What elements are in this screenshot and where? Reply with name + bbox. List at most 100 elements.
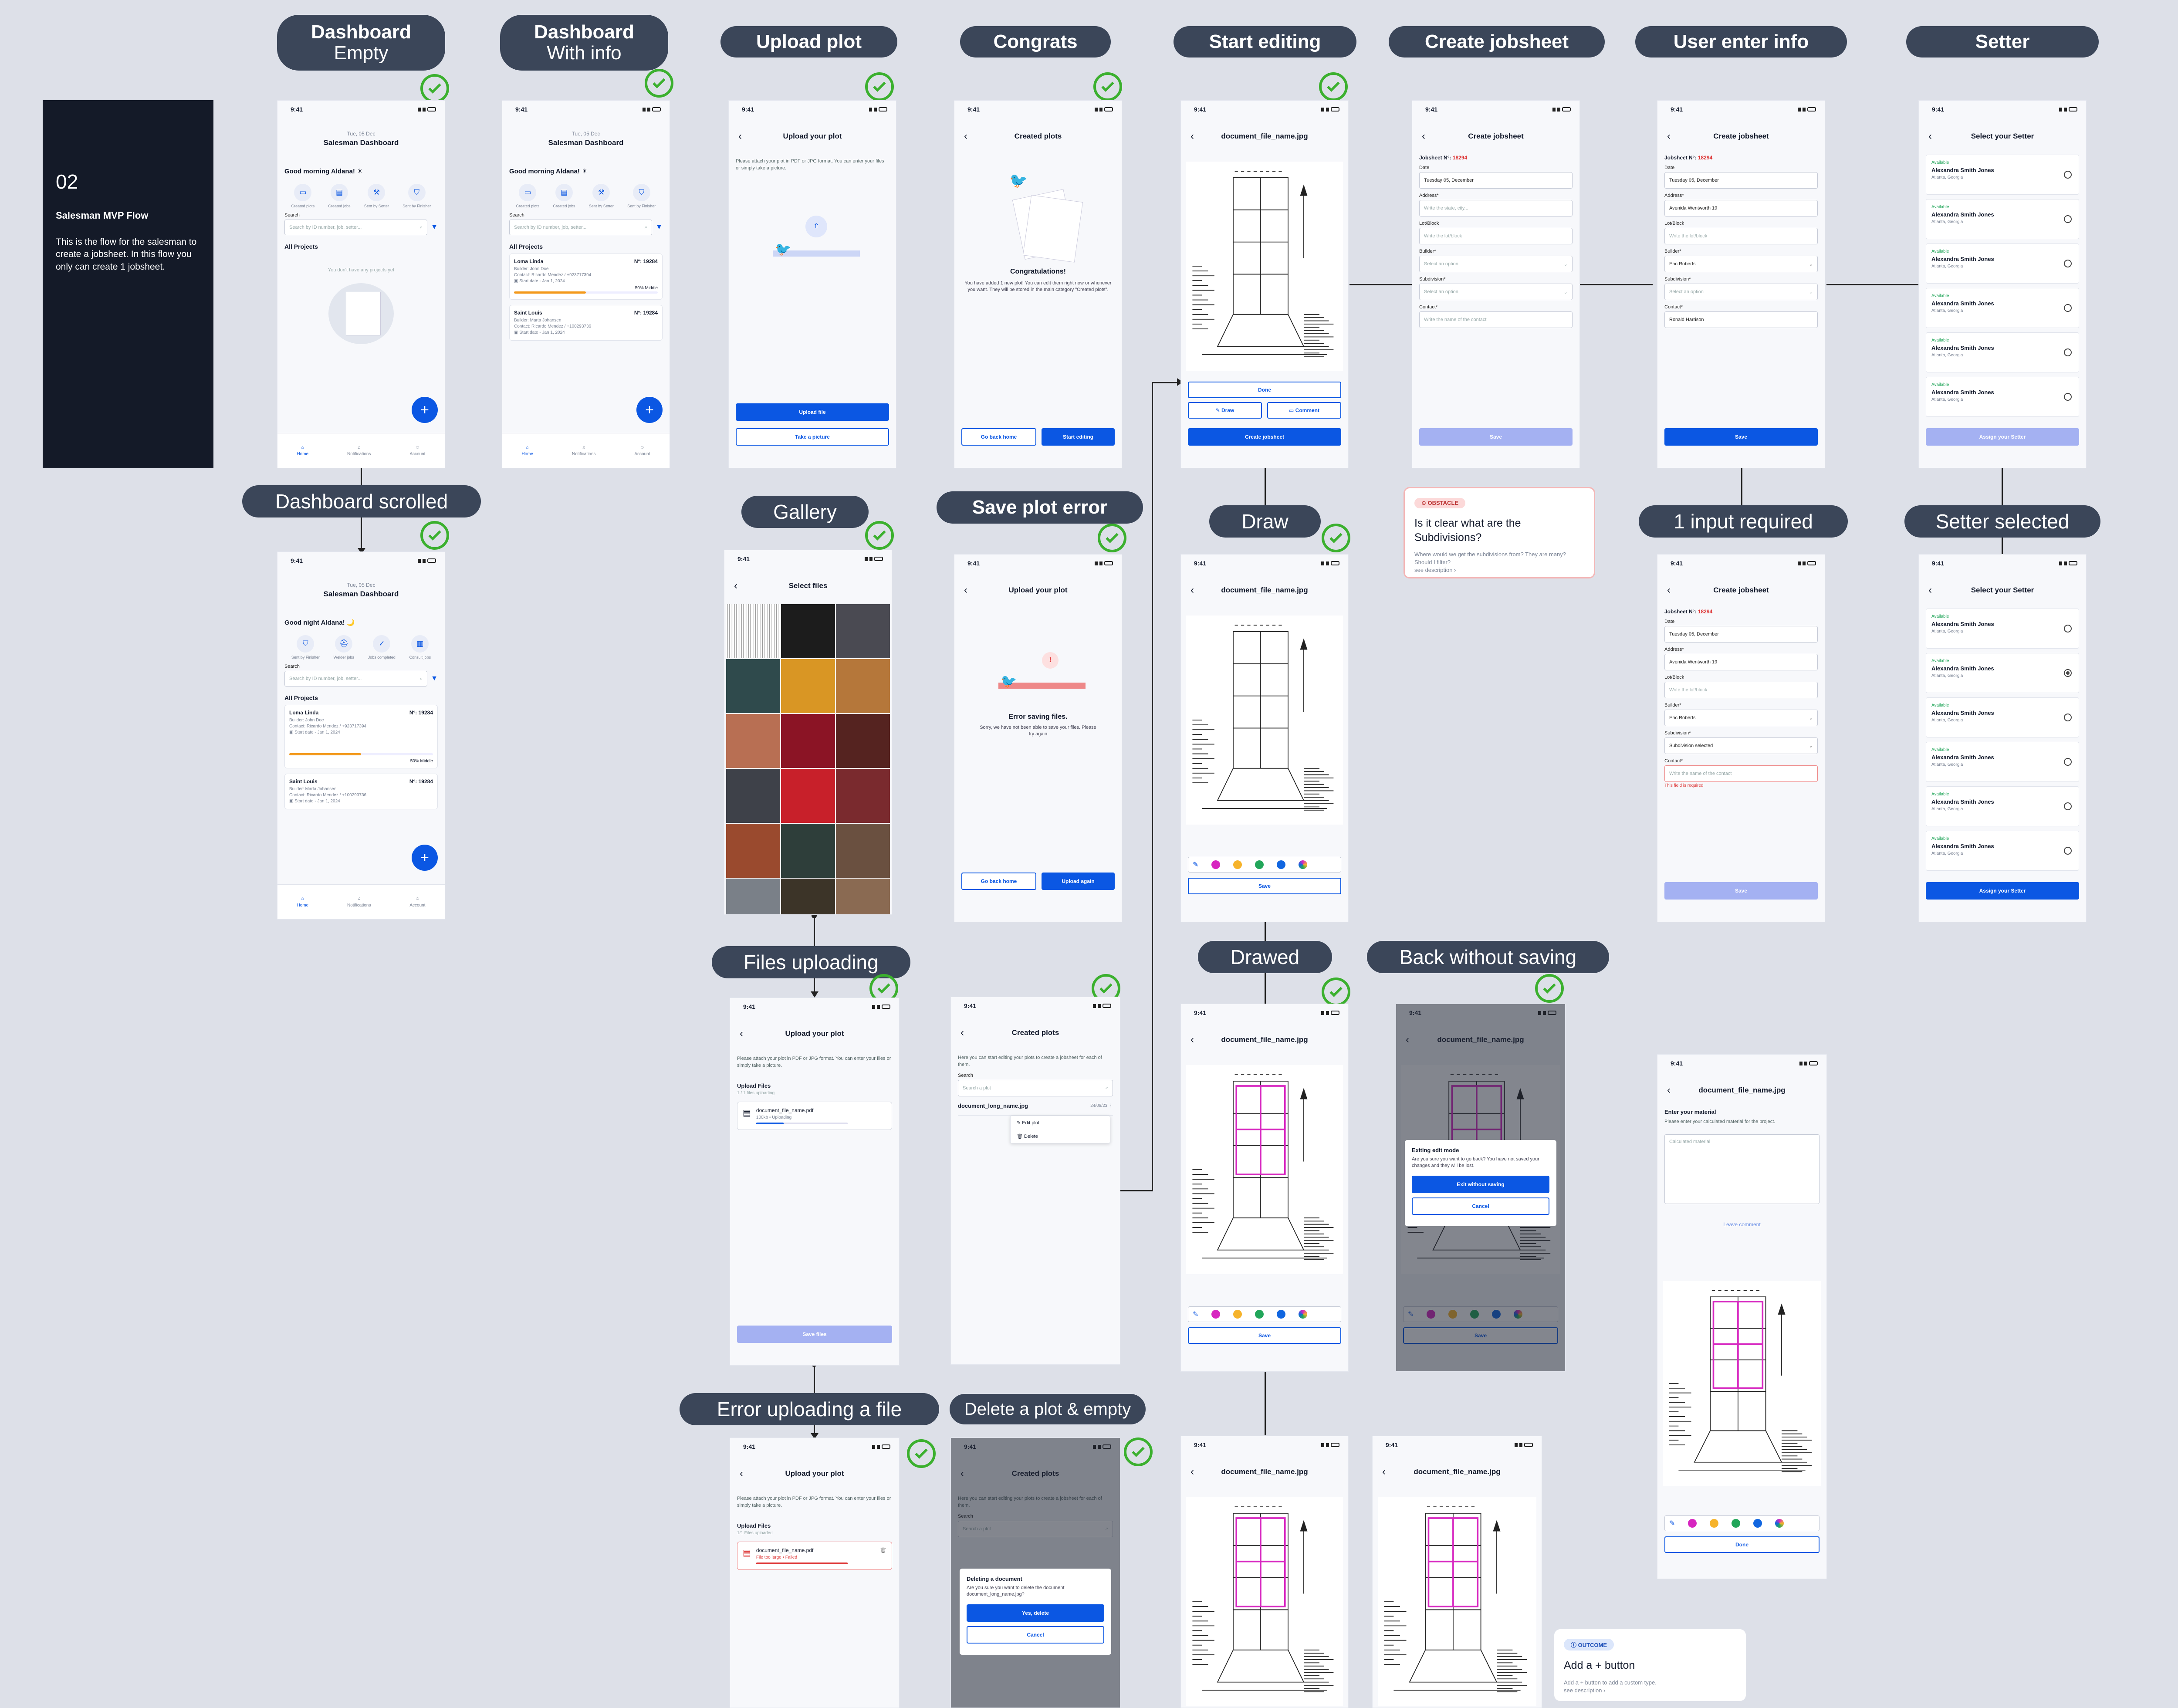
back-chevron-icon[interactable]: ‹ bbox=[740, 1468, 743, 1479]
contact-field[interactable]: Ronald Harrison bbox=[1664, 311, 1818, 328]
builder-select[interactable]: Eric Roberts⌄ bbox=[1664, 256, 1818, 272]
radio-button[interactable] bbox=[2064, 758, 2072, 766]
done-button[interactable]: Done bbox=[1188, 382, 1341, 398]
photo-thumbnail[interactable] bbox=[781, 769, 835, 823]
back-chevron-icon[interactable]: ‹ bbox=[1667, 130, 1671, 142]
add-button[interactable]: + bbox=[412, 397, 438, 423]
photo-thumbnail[interactable] bbox=[836, 824, 890, 878]
upload-file-button[interactable]: Upload file bbox=[736, 403, 889, 421]
back-chevron-icon[interactable]: ‹ bbox=[740, 1028, 743, 1039]
back-chevron-icon[interactable]: ‹ bbox=[1382, 1466, 1386, 1478]
save-button[interactable]: Save bbox=[1664, 882, 1818, 900]
lot-field[interactable]: Write the lot/block bbox=[1664, 682, 1818, 698]
subdivision-select[interactable]: Select an option⌄ bbox=[1419, 284, 1573, 300]
tab-home[interactable]: ⌂Home bbox=[297, 445, 308, 457]
quick-action[interactable]: ⛑Welder jobs bbox=[334, 635, 354, 660]
back-chevron-icon[interactable]: ‹ bbox=[1928, 130, 1932, 142]
builder-select[interactable]: Eric Roberts⌄ bbox=[1664, 710, 1818, 726]
save-button[interactable]: Save bbox=[1419, 428, 1573, 446]
photo-thumbnail[interactable] bbox=[726, 604, 780, 658]
quick-action[interactable]: ▤Created jobs bbox=[328, 184, 351, 208]
add-button[interactable]: + bbox=[412, 845, 438, 871]
back-chevron-icon[interactable]: ‹ bbox=[964, 130, 967, 142]
tab-account[interactable]: ☺Account bbox=[409, 445, 425, 457]
radio-button[interactable] bbox=[2064, 215, 2072, 223]
photo-thumbnail[interactable] bbox=[726, 714, 780, 768]
note-more[interactable]: see description › bbox=[1414, 567, 1456, 574]
subdivision-select[interactable]: Subdivision selected⌄ bbox=[1664, 737, 1818, 754]
pencil-icon[interactable]: ✎ bbox=[1193, 1311, 1199, 1318]
save-button[interactable]: Save bbox=[1664, 428, 1818, 446]
radio-button[interactable] bbox=[2064, 304, 2072, 312]
search-input[interactable]: Search by ID number, job, setter...⌕ bbox=[509, 220, 653, 235]
filter-icon[interactable]: ▼ bbox=[656, 223, 663, 231]
radio-button[interactable] bbox=[2064, 669, 2072, 677]
date-field[interactable]: Tuesday 05, December bbox=[1664, 172, 1818, 189]
address-field[interactable]: Avenida Wentworth 19 bbox=[1664, 654, 1818, 670]
color-swatch[interactable] bbox=[1211, 860, 1221, 869]
add-button[interactable]: + bbox=[636, 397, 663, 423]
lot-field[interactable]: Write the lot/block bbox=[1419, 228, 1573, 244]
leave-comment-link[interactable]: Leave comment bbox=[1723, 1221, 1761, 1228]
radio-button[interactable] bbox=[2064, 393, 2072, 401]
photo-thumbnail[interactable] bbox=[781, 714, 835, 768]
back-chevron-icon[interactable]: ‹ bbox=[1190, 1466, 1194, 1478]
save-button[interactable]: Save bbox=[1188, 1327, 1341, 1344]
delete-menu-item[interactable]: 🗑 Delete bbox=[1017, 1133, 1038, 1139]
photo-thumbnail[interactable] bbox=[836, 659, 890, 713]
date-field[interactable]: Tuesday 05, December bbox=[1419, 172, 1573, 189]
tab-home[interactable]: ⌂Home bbox=[521, 445, 533, 457]
back-chevron-icon[interactable]: ‹ bbox=[1667, 1084, 1671, 1096]
back-chevron-icon[interactable]: ‹ bbox=[1190, 130, 1194, 142]
tab-notifications[interactable]: ♫Notifications bbox=[572, 445, 595, 457]
photo-thumbnail[interactable] bbox=[781, 879, 835, 914]
date-field[interactable]: Tuesday 05, December bbox=[1664, 626, 1818, 643]
pencil-icon[interactable]: ✎ bbox=[1669, 1520, 1675, 1527]
radio-button[interactable] bbox=[2064, 625, 2072, 632]
quick-action[interactable]: ▭Created plots bbox=[291, 184, 315, 208]
cancel-button[interactable]: Cancel bbox=[1412, 1197, 1549, 1215]
done-button[interactable]: Done bbox=[1664, 1536, 1820, 1553]
search-input[interactable]: Search by ID number, job, setter...⌕ bbox=[284, 671, 428, 687]
quick-action[interactable]: ▤Created jobs bbox=[553, 184, 575, 208]
color-swatch[interactable] bbox=[1233, 1310, 1242, 1319]
radio-button[interactable] bbox=[2064, 847, 2072, 855]
quick-action[interactable]: ⛉Sent by Finisher bbox=[402, 184, 431, 208]
color-swatch[interactable] bbox=[1255, 860, 1264, 869]
back-chevron-icon[interactable]: ‹ bbox=[960, 1027, 964, 1038]
filter-icon[interactable]: ▼ bbox=[431, 675, 438, 682]
back-chevron-icon[interactable]: ‹ bbox=[1190, 584, 1194, 596]
color-swatch[interactable] bbox=[1233, 860, 1242, 869]
material-textarea[interactable]: Calculated material bbox=[1664, 1134, 1820, 1204]
back-chevron-icon[interactable]: ‹ bbox=[1422, 130, 1425, 142]
quick-action[interactable]: ▭Created plots bbox=[516, 184, 539, 208]
take-picture-button[interactable]: Take a picture bbox=[736, 428, 889, 446]
photo-thumbnail[interactable] bbox=[781, 824, 835, 878]
tab-account[interactable]: ☺Account bbox=[634, 445, 650, 457]
quick-action[interactable]: ▥Consult jobs bbox=[409, 635, 431, 660]
color-swatch[interactable] bbox=[1732, 1519, 1741, 1528]
photo-thumbnail[interactable] bbox=[836, 604, 890, 658]
color-swatch[interactable] bbox=[1277, 1310, 1286, 1319]
note-more[interactable]: see description › bbox=[1564, 1687, 1606, 1694]
save-files-button[interactable]: Save files bbox=[737, 1326, 892, 1343]
photo-thumbnail[interactable] bbox=[726, 879, 780, 914]
lot-field[interactable]: Write the lot/block bbox=[1664, 228, 1818, 244]
back-chevron-icon[interactable]: ‹ bbox=[1667, 584, 1671, 596]
back-chevron-icon[interactable]: ‹ bbox=[1928, 584, 1932, 596]
assign-setter-button[interactable]: Assign your Setter bbox=[1926, 428, 2079, 446]
color-swatch[interactable] bbox=[1753, 1519, 1762, 1528]
back-chevron-icon[interactable]: ‹ bbox=[734, 580, 737, 592]
assign-setter-button[interactable]: Assign your Setter bbox=[1926, 882, 2079, 900]
color-swatch[interactable] bbox=[1211, 1310, 1221, 1319]
